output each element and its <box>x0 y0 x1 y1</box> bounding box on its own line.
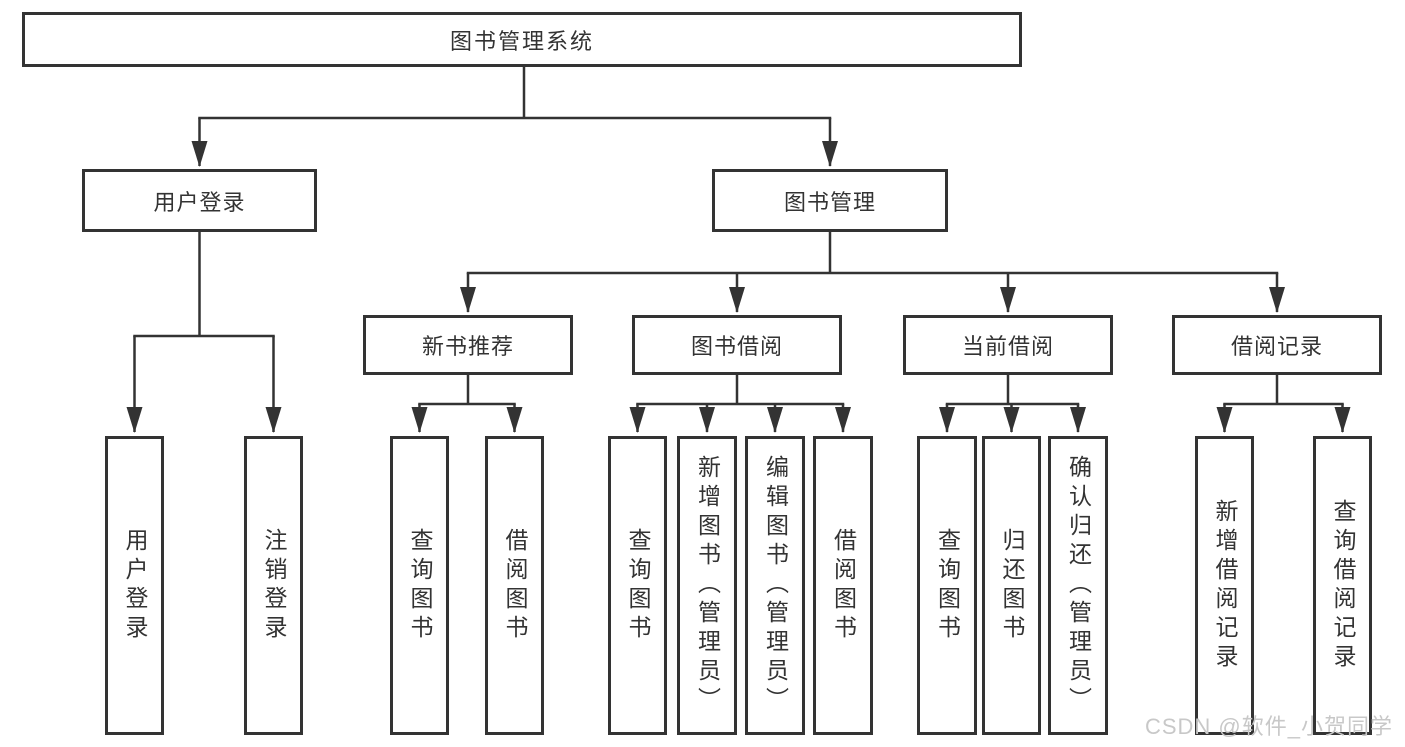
node-library-management-system: 图书管理系统 <box>22 12 1022 67</box>
leaf-logout: 注销登录 <box>244 436 303 735</box>
node-book-management: 图书管理 <box>712 169 948 232</box>
node-new-book-recommend: 新书推荐 <box>363 315 573 375</box>
leaf-query-books-borrowing: 查询图书 <box>608 436 667 735</box>
leaf-query-books-recommend: 查询图书 <box>390 436 449 735</box>
leaf-borrow-books-recommend: 借阅图书 <box>485 436 544 735</box>
leaf-add-borrow-record: 新增借阅记录 <box>1195 436 1254 735</box>
leaf-confirm-return-admin: 确认归还（管理员） <box>1048 436 1108 735</box>
node-borrowing-records: 借阅记录 <box>1172 315 1382 375</box>
leaf-edit-books-admin: 编辑图书（管理员） <box>745 436 805 735</box>
node-current-borrowing: 当前借阅 <box>903 315 1113 375</box>
leaf-query-books-current: 查询图书 <box>917 436 977 735</box>
csdn-watermark: CSDN @软件_小贺同学 <box>1144 714 1393 739</box>
leaf-query-borrow-record: 查询借阅记录 <box>1313 436 1372 735</box>
node-book-borrowing: 图书借阅 <box>632 315 842 375</box>
leaf-borrow-books-borrowing: 借阅图书 <box>813 436 873 735</box>
node-user-login: 用户登录 <box>82 169 317 232</box>
leaf-user-login: 用户登录 <box>105 436 164 735</box>
leaf-add-books-admin: 新增图书（管理员） <box>677 436 737 735</box>
leaf-return-books: 归还图书 <box>982 436 1041 735</box>
